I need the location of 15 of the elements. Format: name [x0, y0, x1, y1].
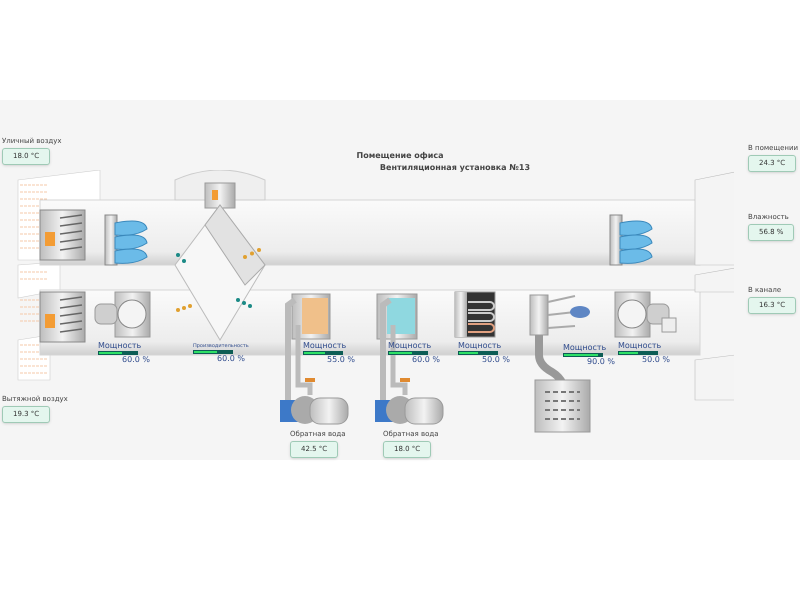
gauge-label: Мощность	[98, 342, 142, 350]
gauge-value: 55.0 %	[327, 356, 355, 364]
gauge-label: Мощность	[618, 342, 662, 350]
gauge-label: Мощность	[303, 342, 348, 350]
gauge-value: 50.0 %	[642, 356, 670, 364]
title: Помещение офиса	[356, 150, 444, 162]
gauge-value: 90.0 %	[587, 358, 615, 366]
gauge-value: 60.0 %	[122, 356, 150, 364]
gauge-value: 60.0 %	[217, 355, 245, 363]
gauge-value: 50.0 %	[482, 356, 510, 364]
gauge-label: Мощность	[388, 342, 432, 350]
subtitle: Вентиляционная установка №13	[380, 162, 530, 174]
gauge-label: Мощность	[458, 342, 502, 350]
gauge-label: Мощность	[563, 344, 608, 352]
gauge-value: 60.0 %	[412, 356, 440, 364]
